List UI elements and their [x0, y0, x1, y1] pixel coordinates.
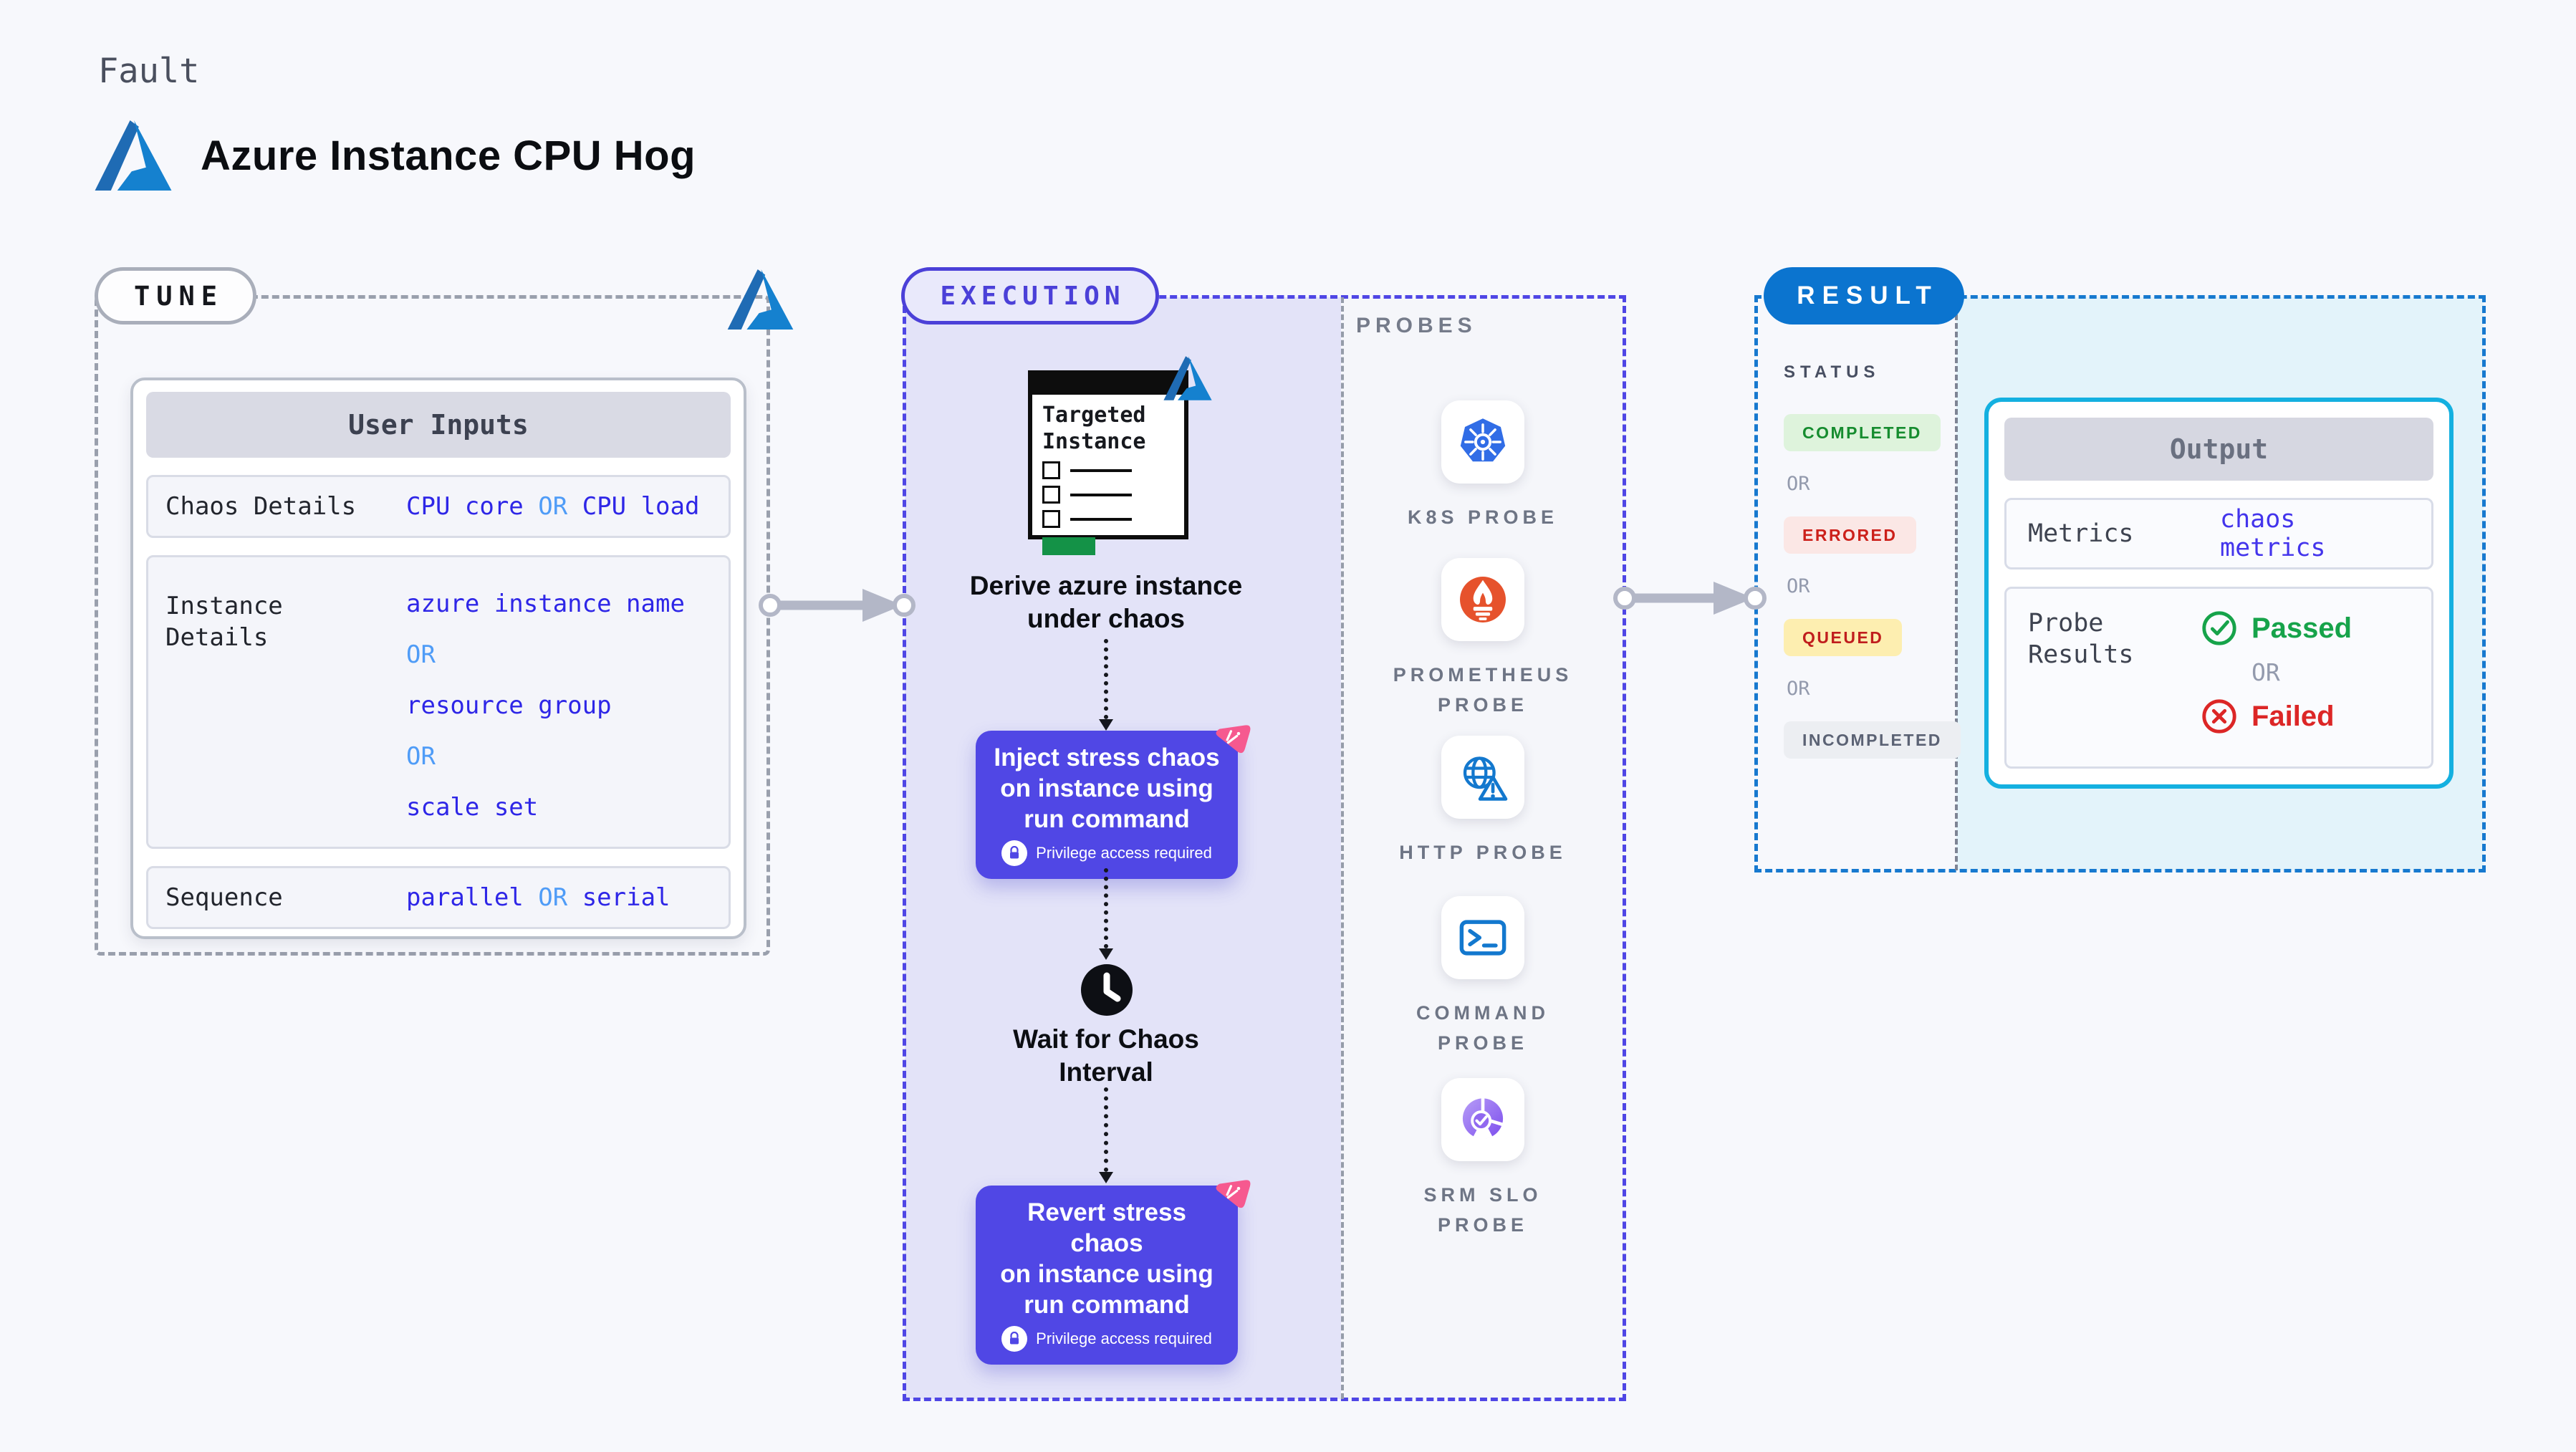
azure-logo-icon — [95, 120, 172, 191]
check-circle-icon — [2202, 611, 2236, 645]
kubernetes-icon — [1441, 400, 1524, 484]
or-separator: OR — [1787, 678, 1810, 700]
checkbox-row — [1042, 486, 1184, 504]
status-badge-queued: QUEUED — [1784, 619, 1903, 656]
result-stage-pill: RESULT — [1764, 267, 1964, 324]
x-circle-icon — [2202, 699, 2236, 734]
status-badge-errored: ERRORED — [1784, 516, 1916, 554]
lock-icon — [1001, 840, 1028, 866]
chaos-hub-badge-icon — [1212, 1175, 1252, 1210]
or-separator: OR — [2251, 658, 2280, 686]
tune-section-box — [95, 295, 770, 956]
tune-to-execution-arrow — [759, 589, 915, 622]
status-badge-completed: COMPLETED — [1784, 414, 1941, 451]
result-section-box — [1754, 295, 2486, 872]
status-badge-incompleted: INCOMPLETED — [1784, 721, 1961, 759]
brand-header: Azure Instance CPU Hog — [93, 120, 696, 191]
probe-label: HTTP PROBE — [1399, 842, 1567, 863]
prometheus-icon — [1441, 558, 1524, 641]
window-titlebar — [1032, 375, 1184, 395]
checkbox-row — [1042, 461, 1184, 479]
flow-connector-arrow — [1099, 868, 1113, 960]
azure-logo-icon-window — [1163, 356, 1213, 404]
probe-item-k8s: K8S PROBE — [1347, 400, 1619, 532]
privilege-note: Privilege access required — [989, 840, 1225, 866]
status-output-divider — [1955, 297, 1958, 870]
output-header: Output — [2004, 418, 2433, 481]
azure-logo-icon-small — [726, 269, 795, 333]
checkbox-icon — [1042, 486, 1060, 504]
checkbox-icon — [1042, 510, 1060, 528]
probe-item-http: HTTP PROBE — [1347, 736, 1619, 867]
metrics-label: Metrics — [2028, 519, 2134, 548]
checkbox-icon — [1042, 461, 1060, 479]
instance-details-values: azure instance name OR resource group OR… — [406, 590, 685, 822]
execution-section-box — [903, 295, 1626, 1401]
passed-result: Passed — [2200, 609, 2352, 648]
progress-bar — [1042, 537, 1095, 555]
lock-icon — [1001, 1326, 1028, 1352]
chaos-details-row: Chaos Details CPU core OR CPU load — [146, 475, 731, 538]
text-line — [1070, 493, 1132, 496]
status-title: STATUS — [1784, 362, 1880, 382]
user-inputs-header: User Inputs — [146, 392, 731, 458]
sequence-row: Sequence parallel OR serial — [146, 866, 731, 929]
chaos-details-value: CPU core OR CPU load — [406, 492, 700, 521]
checkbox-row — [1042, 510, 1184, 528]
metrics-value: chaos metrics — [2220, 505, 2326, 562]
text-line — [1070, 517, 1132, 521]
probe-label: K8S PROBE — [1407, 506, 1559, 528]
terminal-icon — [1441, 896, 1524, 979]
probes-column-title: PROBES — [1356, 314, 1477, 337]
tune-stage-pill: TUNE — [95, 267, 256, 324]
execution-to-result-arrow — [1613, 582, 1767, 615]
fault-kicker: Fault — [98, 52, 200, 91]
http-globe-warning-icon — [1441, 736, 1524, 819]
flow-connector-arrow — [1099, 1087, 1113, 1183]
execution-stage-pill: EXECUTION — [901, 267, 1159, 324]
status-column: STATUS COMPLETED OR ERRORED OR QUEUED OR… — [1784, 362, 1961, 759]
sequence-label: Sequence — [165, 883, 283, 912]
or-separator: OR — [1787, 575, 1810, 597]
chaos-details-label: Chaos Details — [165, 492, 357, 521]
flow-connector-arrow — [1099, 639, 1113, 731]
metrics-row: Metrics chaos metrics — [2004, 498, 2433, 569]
user-inputs-card: User Inputs Chaos Details CPU core OR CP… — [130, 378, 746, 939]
text-line — [1070, 468, 1132, 472]
execution-probes-divider — [1341, 297, 1344, 1399]
or-separator: OR — [1787, 473, 1810, 495]
clock-icon — [1081, 964, 1133, 1016]
privilege-note: Privilege access required — [989, 1326, 1225, 1352]
slo-pie-check-icon — [1441, 1078, 1524, 1161]
chaos-hub-badge-icon — [1212, 720, 1252, 755]
sequence-value: parallel OR serial — [406, 883, 671, 912]
failed-result: Failed — [2200, 697, 2352, 736]
page-title: Azure Instance CPU Hog — [201, 132, 696, 179]
